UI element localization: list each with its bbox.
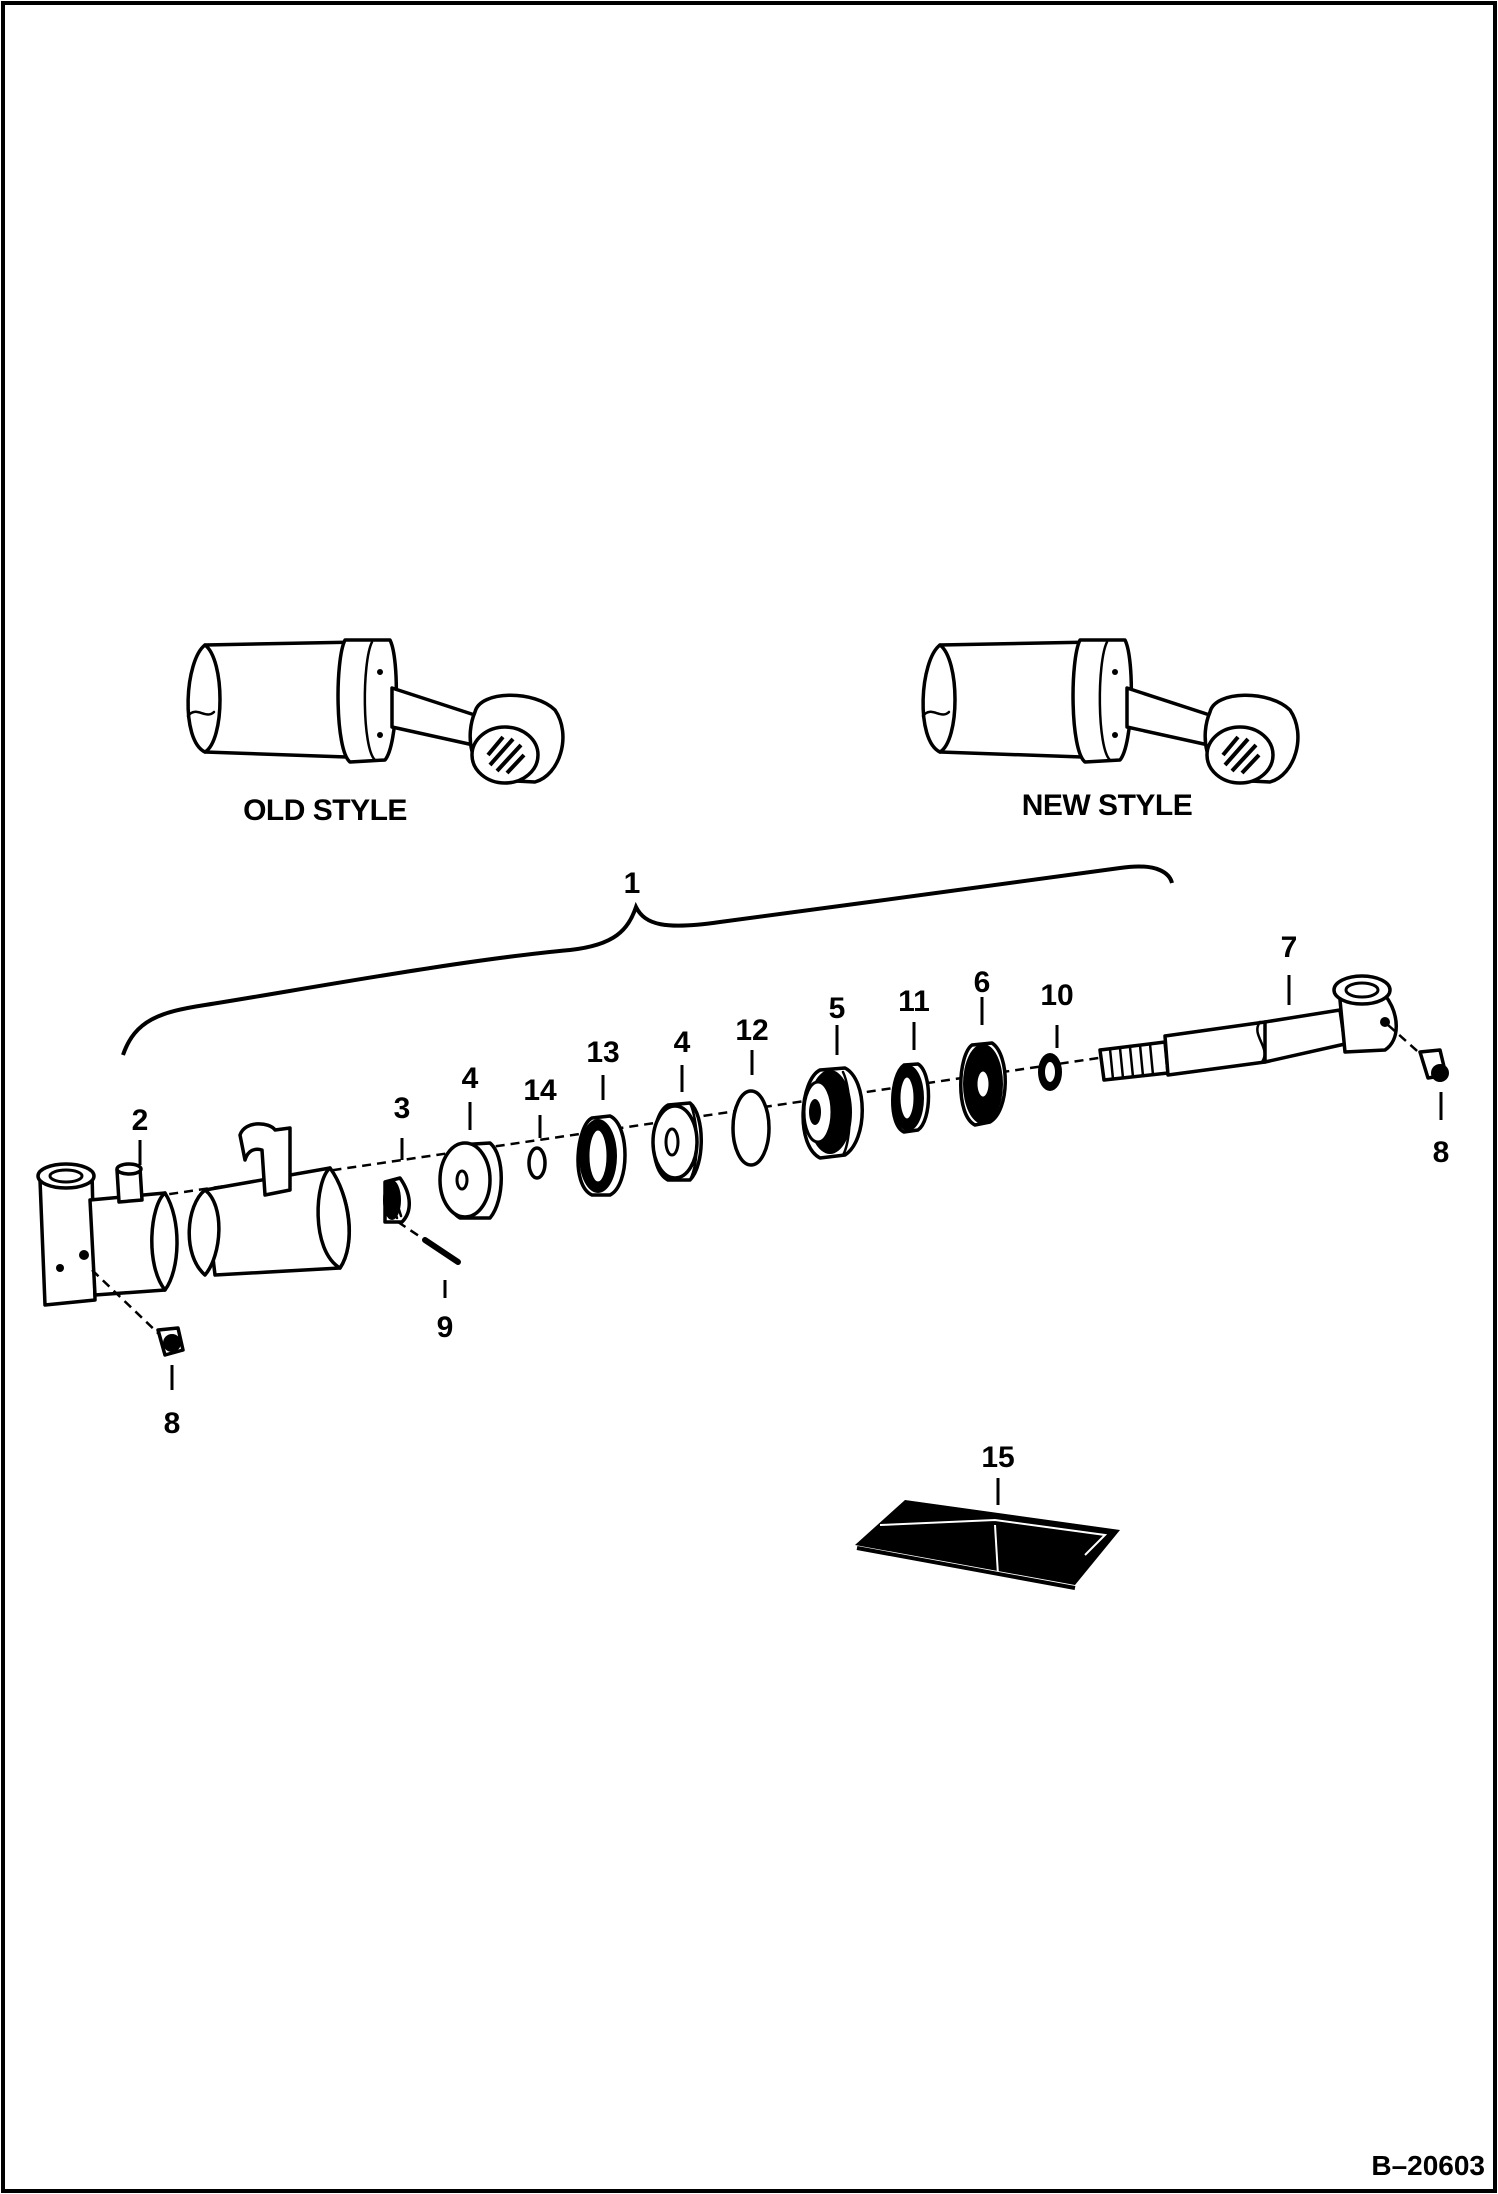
rod-part (1098, 974, 1398, 1082)
fitting-right-part (1418, 1048, 1449, 1082)
assembly-bracket (121, 864, 1174, 1056)
callout-oring-large: 12 (735, 1014, 768, 1047)
callout-assembly: 1 (624, 867, 641, 900)
barrel-part (36, 1162, 179, 1307)
fitting-right-guide (1387, 1024, 1426, 1059)
head-a-part (438, 1141, 503, 1220)
fitting-left-guide (91, 1269, 161, 1336)
new-style-cylinder-illustration (921, 638, 1300, 785)
callout-wiper: 6 (974, 966, 991, 999)
piston-part (801, 1066, 864, 1160)
callout-oring-tiny: 14 (523, 1074, 557, 1107)
callout-setscrew: 9 (437, 1311, 454, 1344)
seal-kit-part (855, 1500, 1120, 1590)
callout-fitting-left: 8 (164, 1407, 181, 1440)
nut-part (383, 1176, 411, 1224)
barrel-tube-part (187, 1122, 351, 1277)
callout-head-b: 4 (674, 1026, 691, 1059)
old-style-caption: OLD STYLE (243, 794, 407, 827)
callout-piston: 5 (829, 992, 846, 1025)
setscrew-part (422, 1237, 461, 1265)
wiper-part (959, 1041, 1007, 1127)
callout-seal: 13 (586, 1036, 619, 1069)
callout-oring-small: 10 (1040, 979, 1073, 1012)
callout-fitting-right: 8 (1433, 1136, 1450, 1169)
setscrew-guide (397, 1220, 426, 1242)
seal-ring-part (891, 1062, 931, 1134)
callout-barrel: 2 (132, 1104, 149, 1137)
oring-large-part (731, 1089, 771, 1167)
callout-head-a: 4 (462, 1062, 479, 1095)
callout-seal-kit: 15 (981, 1441, 1014, 1474)
seal-part (576, 1114, 627, 1197)
figure-id: B–20603 (1371, 2150, 1485, 2181)
head-b-part (651, 1101, 703, 1182)
oring-tiny-part (527, 1146, 547, 1180)
new-style-caption: NEW STYLE (1022, 789, 1193, 822)
callout-seal-ring: 11 (898, 985, 930, 1018)
oring-small-part (1038, 1053, 1062, 1091)
old-style-cylinder-illustration (186, 638, 565, 785)
callout-nut: 3 (394, 1092, 411, 1125)
callout-rod: 7 (1281, 931, 1298, 964)
fitting-left-part (156, 1326, 185, 1357)
